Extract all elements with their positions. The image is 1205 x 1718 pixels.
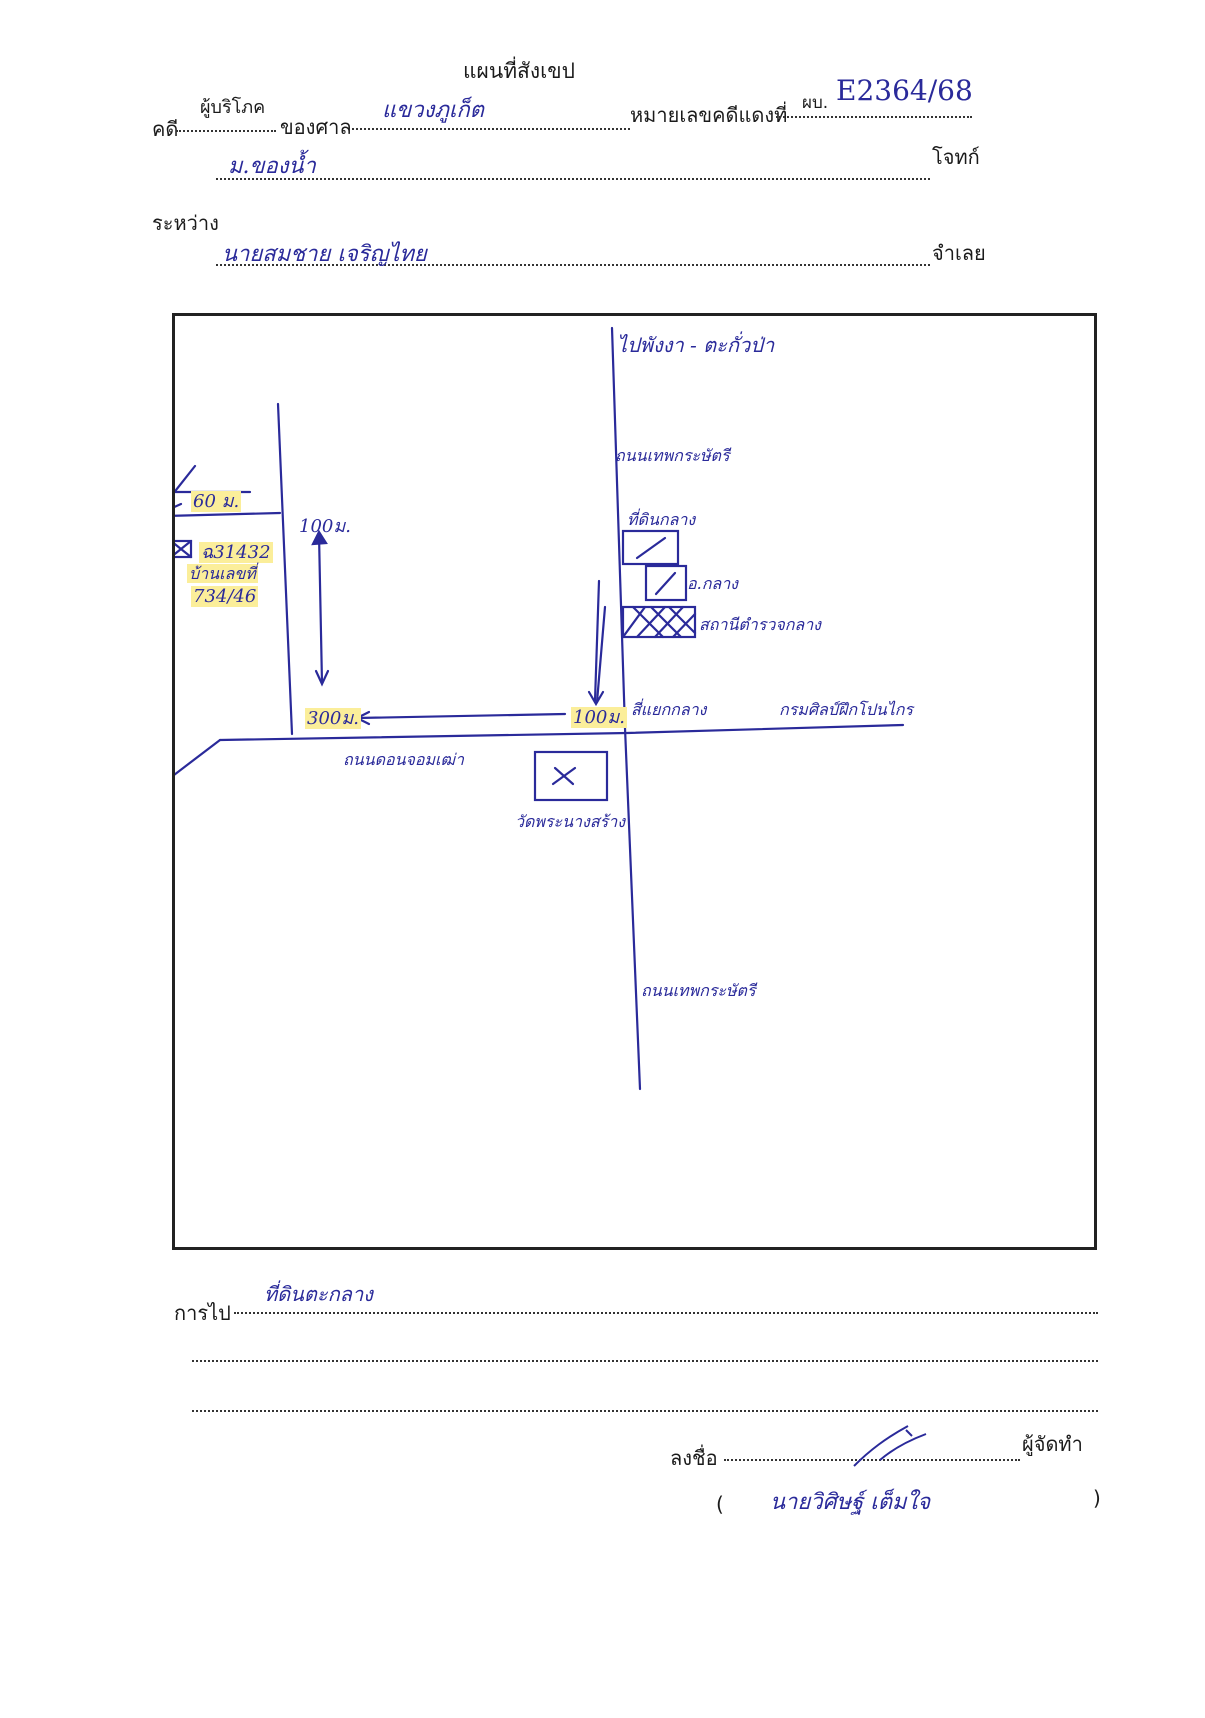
signature-scribble [853, 1425, 927, 1467]
map-drawing [175, 326, 905, 1091]
intersection-label: สี่แยกกลาง [631, 700, 707, 719]
landmark-box-1 [621, 529, 680, 566]
between-label: ระหว่าง [152, 211, 219, 235]
left-vertical-road [276, 402, 294, 736]
plot-box [175, 539, 193, 559]
distance-300m: 300ม. [305, 708, 361, 729]
paren-open: ( [716, 1492, 724, 1516]
directions-dots-1 [234, 1312, 1098, 1314]
arrow-100m-vertical-head-top [311, 529, 328, 546]
defendant-dots [216, 264, 930, 266]
landmark-2-label: อ.กลาง [687, 574, 738, 593]
plaintiff-label: โจทก์ [932, 145, 980, 169]
arrow-100m-bottom-head [587, 690, 605, 707]
road-diagonal-left [175, 738, 222, 776]
court-name: แขวงภูเก็ต [382, 98, 484, 123]
signer-name: นายวิศิษฐ์ เต็มใจ [770, 1490, 931, 1515]
directions-text: ที่ดินตะกลาง [264, 1282, 373, 1306]
landmark-1-label: ที่ดินกลาง [627, 510, 696, 529]
left-lane [175, 511, 282, 517]
sign-label: ลงชื่อ [670, 1446, 718, 1470]
distance-100m-top: 100ม. [299, 516, 351, 537]
temple-label: วัดพระนางสร้าง [515, 812, 625, 831]
road-north-label: ถนนเทพกระษัตรี [615, 446, 730, 465]
temple-box [533, 750, 609, 802]
court-dots [352, 128, 630, 130]
defendant-name: นายสมชาย เจริญไทย [222, 242, 427, 267]
case-type: ผู้บริโภค [200, 97, 266, 118]
case-label: คดี [152, 117, 179, 141]
directions-label: การไป [174, 1301, 231, 1325]
maker-label: ผู้จัดทำ [1022, 1432, 1083, 1456]
directions-dots-3 [192, 1410, 1098, 1412]
house-number: 734/46 [191, 586, 259, 607]
case-dots [176, 130, 276, 132]
arrow-100m-vertical-head-bottom [314, 669, 330, 687]
red-number-label: หมายเลขคดีแดงที่ [630, 103, 788, 127]
landmark-box-3 [621, 605, 697, 639]
arrow-60m-tip [175, 464, 197, 508]
distance-100m-bottom: 100ม. [571, 707, 627, 728]
plaintiff-dots [216, 178, 930, 180]
arrow-300m [355, 712, 567, 720]
main-horizontal-road [218, 723, 905, 742]
arrow-100m-bottom [593, 579, 601, 703]
right-road-label: กรมศิลป์ฝึกโปนไกร [779, 700, 914, 719]
map-frame: ไปพังงา - ตะกั่วป่า ถนนเทพกระษัตรี ถนนเท… [172, 313, 1097, 1250]
landmark-3-label: สถานีตำรวจกลาง [699, 615, 821, 634]
arrow-100m-bottom-down [595, 605, 607, 704]
paren-close: ) [1093, 1486, 1101, 1510]
plaintiff-name: ม.ของน้ำ [228, 154, 316, 179]
page-title: แผนที่สังเขป [463, 59, 575, 83]
house-label: บ้านเลขที่ [187, 564, 258, 583]
directions-dots-2 [192, 1360, 1098, 1362]
road-south-label: ถนนเทพกระษัตรี [641, 981, 756, 1000]
landmark-box-2 [644, 564, 688, 602]
main-vertical-road [610, 326, 642, 1091]
defendant-label: จำเลย [932, 241, 986, 265]
red-number-prefix: ผบ. [802, 93, 829, 113]
distance-60m: 60 ม. [191, 491, 242, 512]
road-top-label: ไปพังงา - ตะกั่วป่า [617, 333, 775, 357]
arrow-100m-vertical [317, 532, 324, 685]
red-number-value: E2364/68 [836, 74, 973, 107]
red-number-dots [776, 116, 972, 118]
sign-dots [724, 1459, 1020, 1461]
road-main-label: ถนนดอนจอมเฒ่า [343, 750, 464, 769]
court-label: ของศาล [280, 115, 352, 139]
plot-number: ฉ31432 [199, 542, 273, 563]
